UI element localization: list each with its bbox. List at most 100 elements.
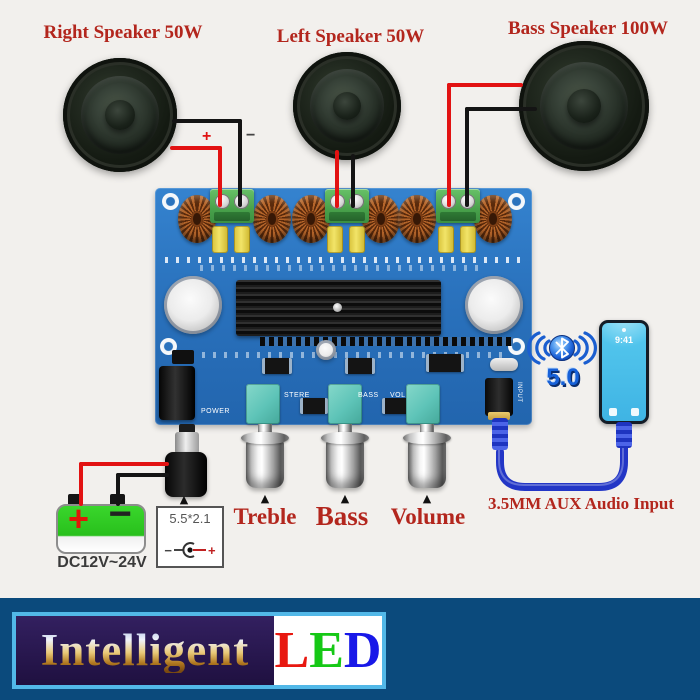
battery-voltage-label: DC12V~24V	[57, 554, 147, 571]
center-positive-icon	[174, 542, 206, 558]
film-capacitor	[234, 226, 250, 253]
smd-component-row	[200, 265, 480, 271]
right-speaker-image	[63, 58, 177, 172]
treble-knob	[246, 440, 284, 488]
aux-plug-board-end	[492, 418, 508, 450]
volume-knob	[408, 440, 446, 488]
polarity-minus: −	[164, 542, 172, 558]
speaker-terminal-bass	[436, 189, 480, 223]
left-speaker-black-wire	[351, 154, 355, 208]
volume-label: Volume	[390, 504, 466, 529]
aux-cable	[496, 444, 628, 491]
inductor	[398, 195, 436, 243]
plug-polarity-diagram: − +	[162, 541, 218, 559]
aux-plug-phone-end	[616, 422, 632, 448]
bass-potentiometer	[328, 384, 362, 424]
left-speaker-red-wire	[335, 150, 339, 208]
bass-label: Bass	[315, 501, 369, 531]
treble-label: Treble	[233, 504, 297, 529]
phone-clock: 9:41	[614, 335, 633, 345]
film-capacitor	[212, 226, 228, 253]
inductor	[474, 195, 512, 243]
speaker-terminal-left	[325, 189, 369, 223]
speaker-dome	[332, 91, 362, 121]
minus-marker: −	[246, 127, 256, 144]
brand-logo: Intelligent L E D	[12, 612, 386, 689]
bass-knob	[321, 432, 369, 444]
battery-black-wire	[116, 473, 169, 477]
ic-chip	[345, 358, 375, 374]
aux-input-jack	[485, 378, 513, 416]
pin-header-row	[260, 337, 410, 346]
battery-red-wire	[79, 462, 169, 466]
heatsink-screw	[333, 303, 342, 312]
led-wordmark: L E D	[274, 616, 382, 685]
silkscreen-bass: BASS	[358, 392, 379, 399]
ic-chip	[262, 358, 292, 374]
film-capacitor	[460, 226, 476, 253]
brand-banner: Intelligent L E D	[0, 598, 700, 700]
dc-power-jack	[159, 366, 195, 420]
mounting-hole	[508, 193, 525, 210]
ic-chip	[426, 354, 464, 372]
dc-plug-barrel	[175, 432, 199, 454]
camera-icon	[631, 408, 639, 416]
aux-jack-base	[488, 412, 510, 420]
brand-name: Intelligent	[40, 625, 250, 675]
arrow-up-icon: ▲	[179, 493, 189, 506]
right-speaker-red-wire	[218, 146, 222, 207]
small-capacitor	[316, 340, 336, 360]
film-capacitor	[327, 226, 343, 253]
bluetooth-icon	[526, 331, 598, 365]
volume-potentiometer	[406, 384, 440, 424]
lock-icon	[622, 328, 626, 332]
battery-minus-sign: −	[108, 492, 132, 536]
bass-speaker-black-wire	[465, 107, 537, 111]
led-letter-e: E	[309, 621, 344, 679]
dc-plug-tip	[179, 424, 195, 434]
dc-plug-body	[165, 452, 207, 497]
bluetooth-version-label: 5.0	[546, 364, 580, 391]
flashlight-icon	[609, 408, 617, 416]
bass-speaker-image	[519, 41, 649, 171]
left-speaker-label: Left Speaker 50W	[276, 26, 425, 47]
right-speaker-black-wire	[172, 119, 242, 123]
silkscreen-power: POWER	[201, 408, 230, 415]
polarity-plus: +	[208, 542, 216, 558]
inductor	[253, 195, 291, 243]
crystal-oscillator	[490, 358, 518, 371]
smd-component-row	[180, 352, 510, 358]
bass-speaker-label: Bass Speaker 100W	[507, 18, 669, 39]
arrow-up-icon: ▲	[340, 492, 350, 505]
battery-red-wire	[79, 462, 83, 506]
right-speaker-red-wire	[170, 146, 222, 150]
plug-spec-label: 5.5*2.1	[169, 511, 211, 526]
smartphone: 9:41	[599, 320, 649, 424]
pin-header-row	[398, 337, 513, 346]
plus-marker: +	[202, 128, 212, 145]
silkscreen-stereo: STERE	[284, 392, 310, 399]
electrolytic-capacitor	[465, 276, 523, 334]
arrow-up-icon: ▲	[260, 492, 270, 505]
led-letter-d: D	[343, 621, 382, 679]
smd-transistor	[172, 350, 194, 364]
treble-potentiometer	[246, 384, 280, 424]
brand-name-box: Intelligent	[16, 616, 274, 685]
bass-speaker-red-wire	[447, 83, 523, 87]
film-capacitor	[349, 226, 365, 253]
bass-speaker-red-wire	[447, 83, 451, 207]
battery: + −	[56, 492, 146, 554]
battery-black-wire	[116, 473, 120, 506]
bass-speaker-black-wire	[465, 107, 469, 207]
inductor	[292, 195, 330, 243]
speaker-terminal-right	[210, 189, 254, 223]
mounting-hole	[162, 193, 179, 210]
inductor	[178, 195, 216, 243]
aux-input-caption: 3.5MM AUX Audio Input	[487, 494, 675, 513]
left-speaker-image	[293, 52, 401, 160]
speaker-dome	[567, 89, 601, 123]
op-amp-chip	[300, 398, 328, 414]
phone-screen: 9:41	[602, 323, 646, 421]
plug-spec-box: 5.5*2.1 − +	[156, 506, 224, 568]
